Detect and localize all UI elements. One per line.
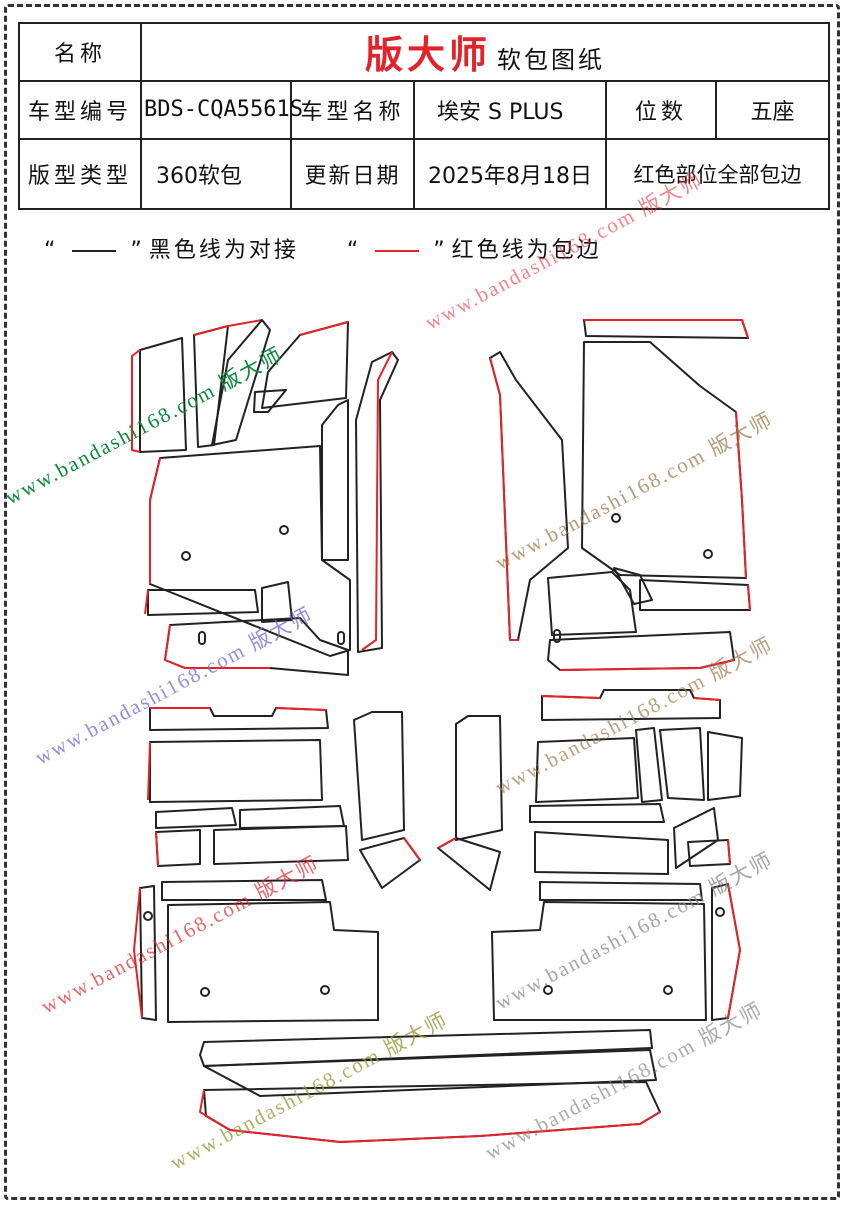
svg-text:www.bandashi168.com 版大师: www.bandashi168.com 版大师 — [37, 851, 323, 1018]
seats-value: 五座 — [715, 79, 830, 141]
title-cell: 版大师软包图纸 — [140, 22, 830, 82]
model-code-value: BDS-CQA5561S — [140, 79, 303, 141]
watermark-url: www.bandashi168.com — [491, 443, 710, 574]
name-label: 名称 — [18, 22, 142, 82]
black-line-sample — [72, 250, 117, 252]
legend-black-text: 黑色线为对接 — [148, 238, 299, 263]
brand-subtitle: 软包图纸 — [497, 46, 605, 75]
info-table: 名称 版大师软包图纸 车型编号 BDS-CQA5561S 车型名称 埃安 S P… — [18, 22, 830, 210]
watermark-brand: 版大师 — [245, 602, 317, 656]
svg-text:www.bandashi168.com 版大师: www.bandashi168.com 版大师 — [421, 167, 707, 334]
watermark-brand: 版大师 — [705, 407, 777, 461]
update-label: 更新日期 — [290, 138, 415, 210]
seats-label: 位数 — [605, 79, 717, 141]
watermark-url: www.bandashi168.com — [31, 638, 250, 769]
svg-text:www.bandashi168.com 版大师: www.bandashi168.com 版大师 — [31, 602, 317, 769]
left-front-mat — [131, 319, 399, 676]
watermark-brand: 版大师 — [705, 632, 777, 686]
watermark-url: www.bandashi168.com — [1, 378, 220, 509]
watermark-brand: 版大师 — [705, 847, 777, 901]
left-rear-mat — [133, 707, 421, 1023]
note-value: 红色部位全部包边 — [605, 138, 830, 210]
red-line-sample — [375, 250, 420, 252]
update-date-value: 2025年8月18日 — [413, 138, 607, 210]
pattern-type-label: 版型类型 — [18, 138, 142, 210]
svg-text:www.bandashi168.com 版大师: www.bandashi168.com 版大师 — [481, 997, 767, 1164]
pattern-type-value: 360软包 — [140, 138, 292, 210]
svg-text:www.bandashi168.com 版大师: www.bandashi168.com 版大师 — [491, 632, 777, 799]
legend-red-text: 红色线为包边 — [451, 238, 602, 263]
legend: “”黑色线为对接 “”红色线为包边 — [44, 238, 602, 263]
model-name-value: 埃安 S PLUS — [413, 79, 607, 141]
watermark-brand: 版大师 — [635, 167, 707, 221]
watermark-url: www.bandashi168.com — [491, 668, 710, 799]
right-front-mat — [489, 319, 751, 671]
model-name-label: 车型名称 — [290, 79, 415, 141]
svg-text:www.bandashi168.com 版大师: www.bandashi168.com 版大师 — [491, 407, 777, 574]
watermark-brand: 版大师 — [380, 1007, 452, 1061]
sheet-border — [4, 4, 840, 1200]
model-code-label: 车型编号 — [18, 79, 142, 141]
cargo-mat — [199, 1029, 661, 1143]
watermark-brand: 版大师 — [251, 851, 323, 905]
right-rear-mat — [437, 689, 743, 1021]
watermark-url: www.bandashi168.com — [37, 887, 256, 1018]
svg-text:www.bandashi168.com 版大师: www.bandashi168.com 版大师 — [1, 342, 287, 509]
watermarks: www.bandashi168.com 版大师 www.bandashi168.… — [1, 167, 777, 1174]
watermark-url: www.bandashi168.com — [421, 203, 640, 334]
brand-title: 版大师 — [364, 33, 491, 78]
